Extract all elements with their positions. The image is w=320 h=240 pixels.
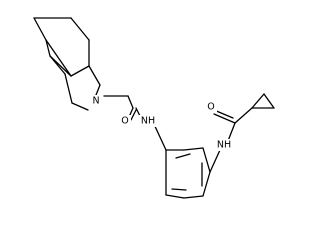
bond	[227, 122, 236, 142]
atom-label-backdrop	[205, 101, 217, 113]
bond	[71, 102, 89, 111]
bond	[127, 95, 134, 109]
anilide-oxygen-label: O	[207, 102, 214, 113]
bond	[171, 188, 187, 191]
ring-nitrogen-label: N	[92, 96, 99, 107]
bond	[45, 39, 51, 57]
bond	[95, 84, 101, 96]
bond	[70, 65, 90, 77]
bond	[213, 109, 234, 119]
amide-oxygen-label: O	[121, 116, 128, 127]
bond-lines	[33, 17, 275, 199]
bond	[175, 153, 191, 159]
atom-label-backdrop	[214, 139, 233, 151]
bond	[88, 65, 101, 86]
chemical-structure-diagram: N O NH NH O	[33, 17, 275, 199]
amide-nitrogen-label: NH	[141, 116, 155, 127]
anilide-nitrogen-label: NH	[217, 140, 231, 151]
atom-labels: N O NH NH O	[91, 95, 233, 151]
bond	[49, 55, 66, 75]
bond	[251, 93, 265, 109]
atom-label-backdrop	[139, 115, 158, 127]
bond	[45, 39, 72, 77]
bond	[202, 147, 211, 173]
bond	[70, 17, 90, 41]
bond	[64, 73, 73, 104]
bond	[33, 17, 47, 41]
bond	[202, 171, 211, 197]
bond	[183, 195, 204, 199]
bond	[213, 113, 236, 124]
bond	[183, 147, 204, 151]
bond	[165, 194, 185, 199]
bond	[234, 107, 253, 124]
bond	[263, 93, 275, 109]
atom-label-backdrop	[91, 95, 102, 107]
bond	[209, 149, 221, 173]
bond	[130, 109, 137, 121]
atom-label-backdrop	[119, 115, 131, 127]
